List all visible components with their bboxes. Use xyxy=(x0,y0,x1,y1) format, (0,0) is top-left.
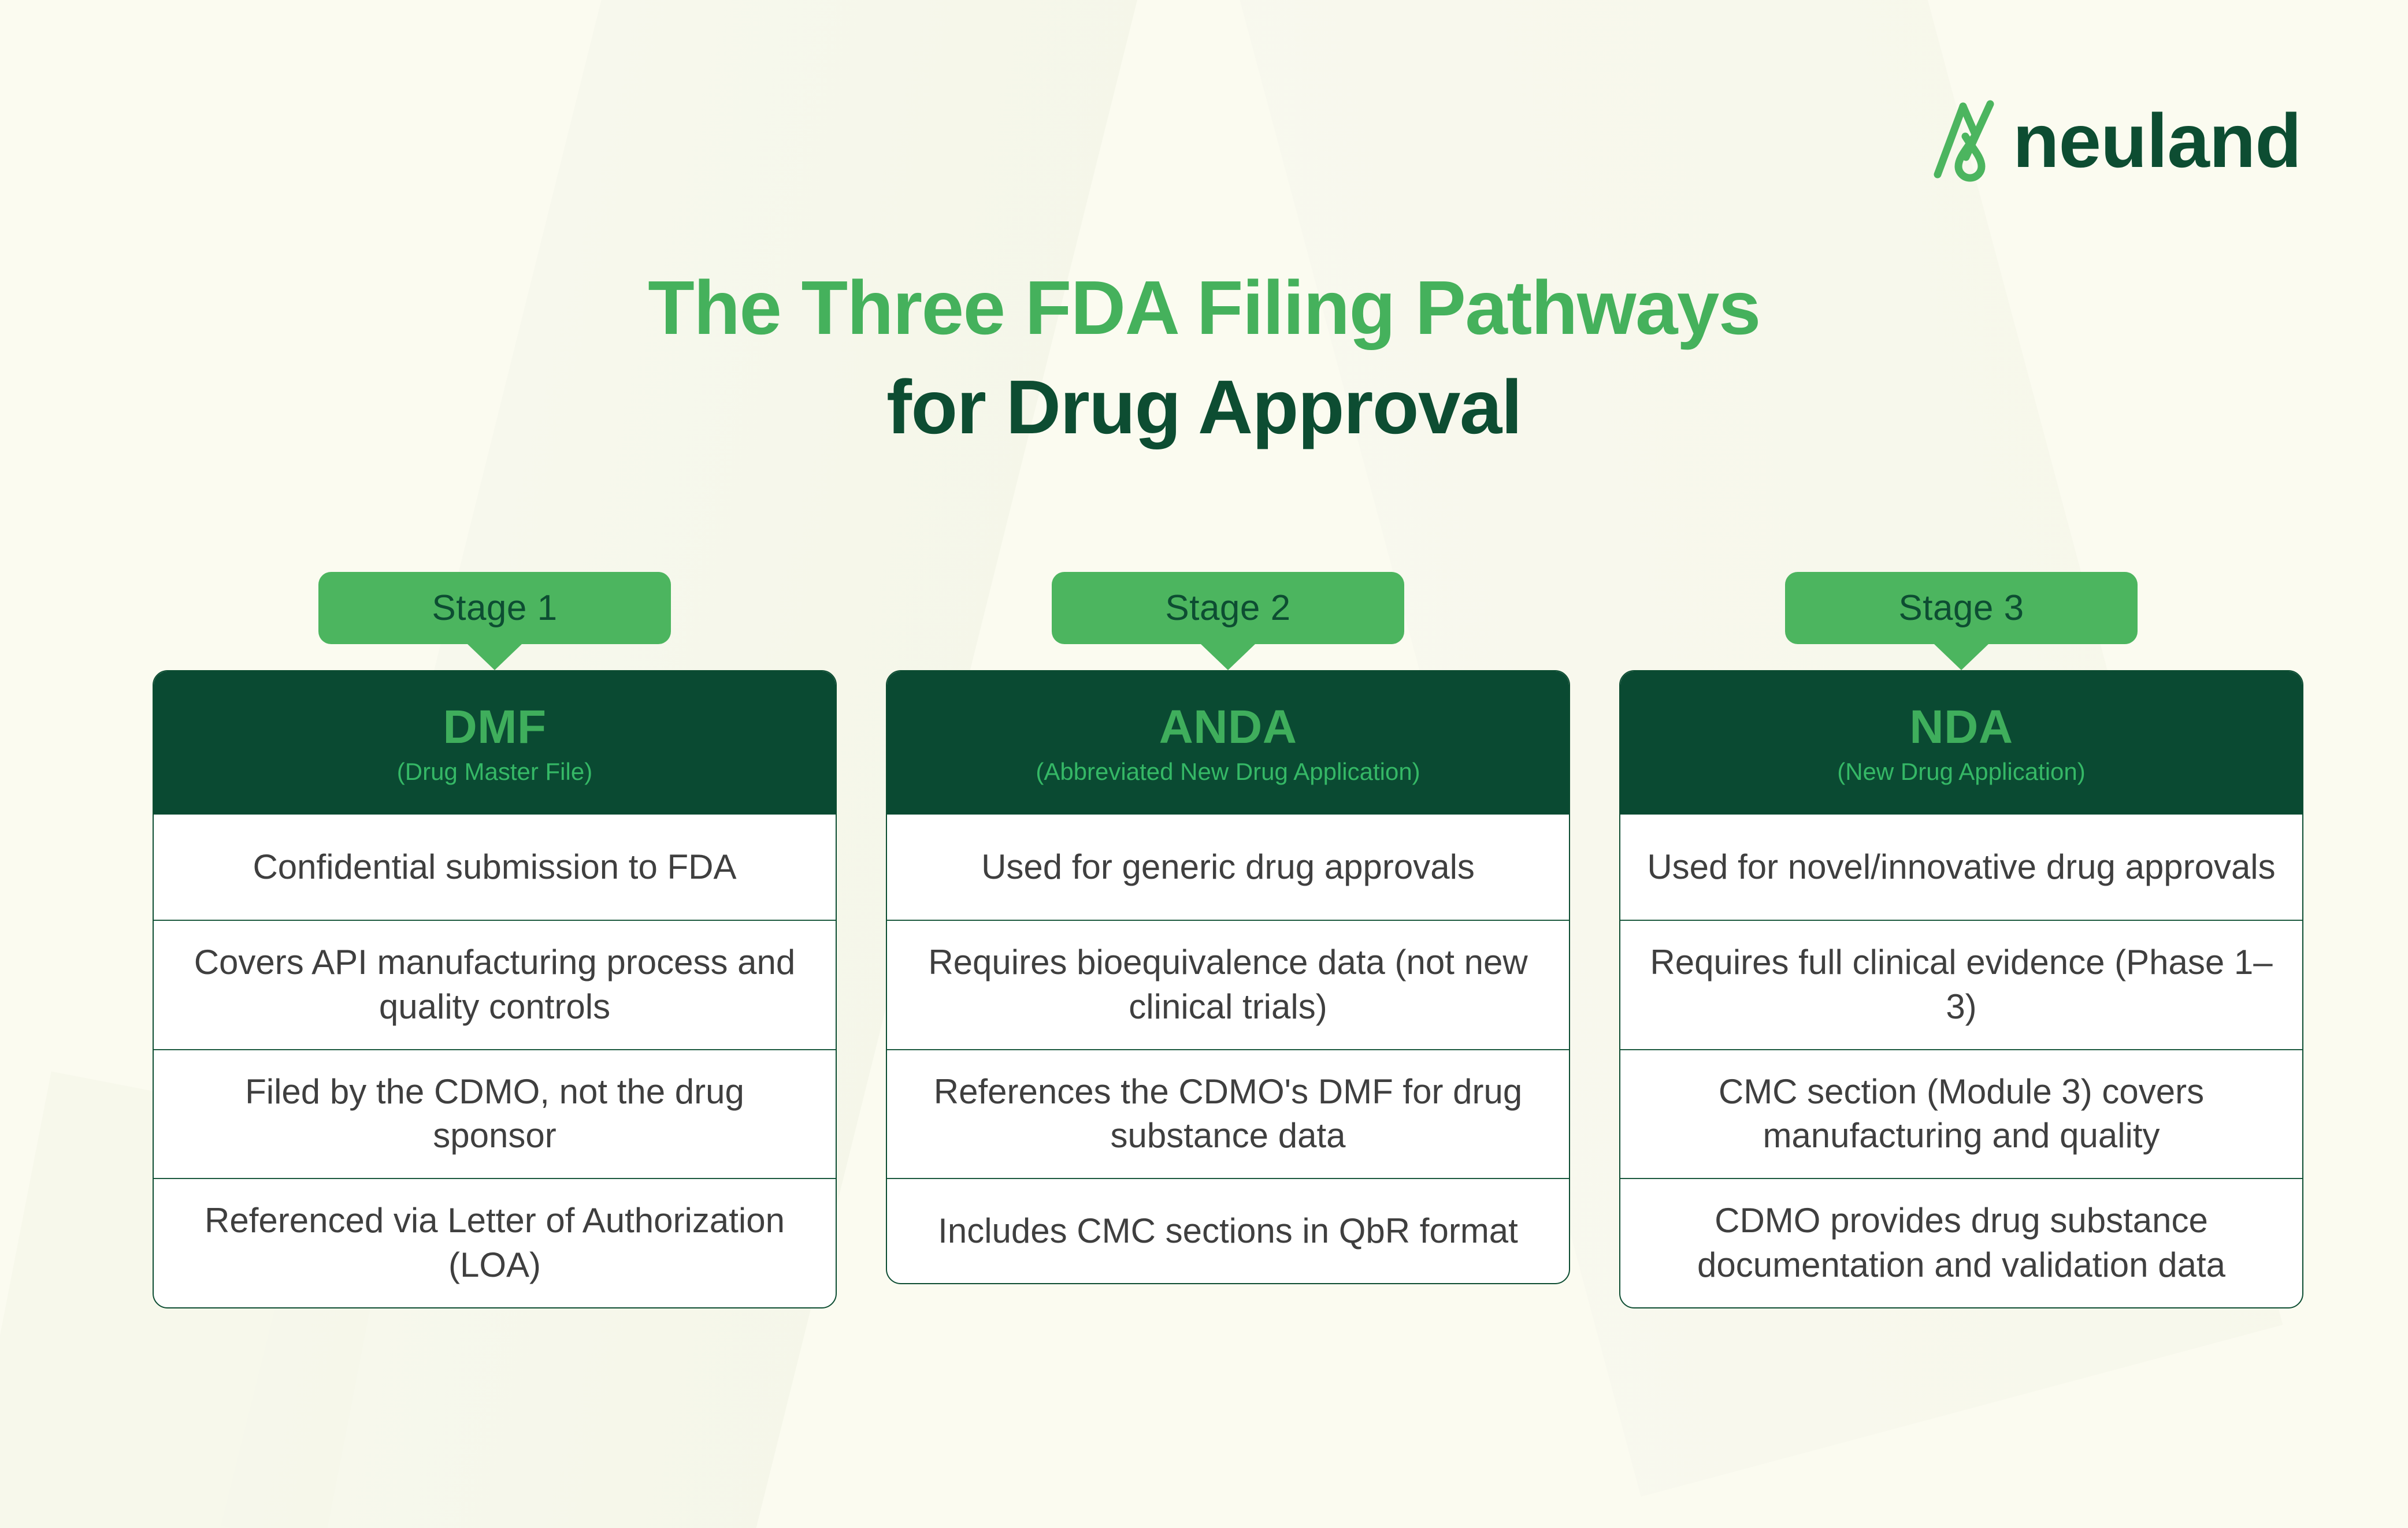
list-item: Used for generic drug approvals xyxy=(887,815,1569,920)
pathway-card-nda: NDA (New Drug Application) Used for nove… xyxy=(1619,670,2303,1308)
list-item-text: Requires full clinical evidence (Phase 1… xyxy=(1650,943,2273,1026)
list-item: References the CDMO's DMF for drug subst… xyxy=(887,1049,1569,1178)
list-item: Filed by the CDMO, not the drug sponsor xyxy=(154,1049,836,1178)
pathway-card-dmf-fullname: (Drug Master File) xyxy=(396,757,593,785)
list-item: CMC section (Module 3) covers manufactur… xyxy=(1620,1049,2302,1178)
stage-badge-3-body: Stage 3 xyxy=(1785,572,2138,644)
pathway-card-dmf-abbr: DMF xyxy=(443,700,547,753)
list-item: Referenced via Letter of Authorization (… xyxy=(154,1178,836,1307)
pathway-card-dmf: DMF (Drug Master File) Confidential subm… xyxy=(153,670,837,1308)
page-title-line-1: The Three FDA Filing Pathways xyxy=(648,265,1761,350)
pathway-card-anda: ANDA (Abbreviated New Drug Application) … xyxy=(886,670,1570,1285)
stage-badge-3-label: Stage 3 xyxy=(1898,588,2024,628)
pathway-card-anda-header: ANDA (Abbreviated New Drug Application) xyxy=(887,671,1569,815)
stage-badge-2-body: Stage 2 xyxy=(1052,572,1404,644)
stage-badge-3: Stage 3 xyxy=(1785,572,2138,670)
list-item-text: Used for generic drug approvals xyxy=(981,847,1475,886)
list-item-text: Confidential submission to FDA xyxy=(253,847,737,886)
pathway-card-anda-fullname: (Abbreviated New Drug Application) xyxy=(1036,757,1420,785)
stage-badge-1-pointer-icon xyxy=(467,644,522,670)
brand-name: neuland xyxy=(2012,98,2302,183)
pathway-column-anda: Stage 2 ANDA (Abbreviated New Drug Appli… xyxy=(886,572,1570,1308)
pathway-card-anda-body: Used for generic drug approvals Requires… xyxy=(887,815,1569,1283)
list-item: Confidential submission to FDA xyxy=(154,815,836,920)
list-item-text: References the CDMO's DMF for drug subst… xyxy=(933,1072,1523,1155)
pathway-card-dmf-header: DMF (Drug Master File) xyxy=(154,671,836,815)
stage-badge-2-pointer-icon xyxy=(1200,644,1256,670)
pathway-card-nda-header: NDA (New Drug Application) xyxy=(1620,671,2302,815)
pathway-card-dmf-body: Confidential submission to FDA Covers AP… xyxy=(154,815,836,1307)
pathway-column-nda: Stage 3 NDA (New Drug Application) Used … xyxy=(1619,572,2303,1308)
list-item-text: Includes CMC sections in QbR format xyxy=(938,1211,1518,1250)
list-item: Requires full clinical evidence (Phase 1… xyxy=(1620,920,2302,1049)
pathway-card-nda-abbr: NDA xyxy=(1909,700,2013,753)
list-item-text: Covers API manufacturing process and qua… xyxy=(194,943,796,1026)
list-item: CDMO provides drug substance documentati… xyxy=(1620,1178,2302,1307)
stage-badge-2-label: Stage 2 xyxy=(1165,588,1291,628)
list-item-text: Referenced via Letter of Authorization (… xyxy=(205,1201,785,1284)
list-item: Used for novel/innovative drug approvals xyxy=(1620,815,2302,920)
pathway-columns: Stage 1 DMF (Drug Master File) Confident… xyxy=(153,572,2303,1308)
brand-logo: neuland xyxy=(1933,97,2302,185)
stage-badge-1-label: Stage 1 xyxy=(432,588,558,628)
stage-badge-3-pointer-icon xyxy=(1934,644,1989,670)
list-item-text: CMC section (Module 3) covers manufactur… xyxy=(1718,1072,2205,1155)
pathway-column-dmf: Stage 1 DMF (Drug Master File) Confident… xyxy=(153,572,837,1308)
pathway-card-anda-abbr: ANDA xyxy=(1159,700,1297,753)
page-title-line-2: for Drug Approval xyxy=(886,364,1522,449)
stage-badge-1: Stage 1 xyxy=(318,572,671,670)
list-item-text: Used for novel/innovative drug approvals xyxy=(1647,847,2276,886)
list-item-text: Filed by the CDMO, not the drug sponsor xyxy=(245,1072,744,1155)
pathway-card-nda-body: Used for novel/innovative drug approvals… xyxy=(1620,815,2302,1307)
list-item-text: CDMO provides drug substance documentati… xyxy=(1697,1201,2225,1284)
neuland-leaf-monogram-icon xyxy=(1934,100,1994,182)
page-title: The Three FDA Filing Pathways for Drug A… xyxy=(0,263,2408,452)
stage-badge-2: Stage 2 xyxy=(1052,572,1404,670)
list-item: Covers API manufacturing process and qua… xyxy=(154,920,836,1049)
list-item: Requires bioequivalence data (not new cl… xyxy=(887,920,1569,1049)
stage-badge-1-body: Stage 1 xyxy=(318,572,671,644)
list-item-text: Requires bioequivalence data (not new cl… xyxy=(928,943,1528,1026)
pathway-card-nda-fullname: (New Drug Application) xyxy=(1837,757,2086,785)
list-item: Includes CMC sections in QbR format xyxy=(887,1178,1569,1283)
